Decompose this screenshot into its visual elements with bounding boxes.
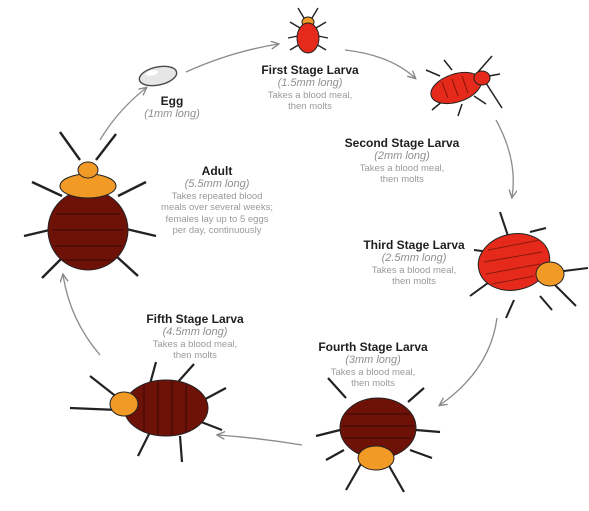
stage-label-adult: Adult (5.5mm long) Takes repeated blood … [142, 164, 292, 236]
second-stage-larva-icon [426, 56, 502, 116]
stage-desc-line: then molts [354, 276, 474, 287]
stage-label-fourth: Fourth Stage Larva (3mm long) Takes a bl… [308, 340, 438, 390]
stage-desc-line: Takes a blood meal, [337, 163, 467, 174]
first-stage-larva-icon [288, 8, 328, 53]
arrow-fourth-to-fifth [218, 435, 302, 445]
stage-title: Egg [127, 94, 217, 108]
stage-label-egg: Egg (1mm long) [127, 94, 217, 121]
stage-title: Fifth Stage Larva [130, 312, 260, 326]
stage-desc-line: then molts [308, 378, 438, 389]
stage-label-first: First Stage Larva (1.5mm long) Takes a b… [250, 63, 370, 113]
stage-desc-line: Takes a blood meal, [308, 367, 438, 378]
stage-size: (1mm long) [127, 108, 217, 121]
stage-size: (5.5mm long) [142, 178, 292, 191]
stage-desc-line: then molts [130, 350, 260, 361]
fifth-stage-larva-icon [70, 362, 226, 462]
stage-size: (1.5mm long) [250, 77, 370, 90]
stage-label-second: Second Stage Larva (2mm long) Takes a bl… [337, 136, 467, 186]
stage-desc-line: females lay up to 5 eggs [142, 214, 292, 225]
stage-size: (2mm long) [337, 150, 467, 163]
stage-title: First Stage Larva [250, 63, 370, 77]
fourth-stage-larva-icon [316, 378, 440, 492]
third-stage-larva-icon [470, 212, 588, 318]
stage-label-fifth: Fifth Stage Larva (4.5mm long) Takes a b… [130, 312, 260, 362]
stage-title: Second Stage Larva [337, 136, 467, 150]
arrow-second-to-third [496, 120, 513, 197]
stage-desc-line: then molts [250, 101, 370, 112]
stage-desc-line: Takes a blood meal, [250, 90, 370, 101]
stage-size: (4.5mm long) [130, 326, 260, 339]
stage-desc-line: per day, continuously [142, 225, 292, 236]
stage-title: Third Stage Larva [354, 238, 474, 252]
stage-size: (3mm long) [308, 354, 438, 367]
stage-desc-line: then molts [337, 174, 467, 185]
stage-size: (2.5mm long) [354, 252, 474, 265]
stage-title: Adult [142, 164, 292, 178]
arrow-fifth-to-adult [63, 275, 100, 355]
stage-desc-line: Takes a blood meal, [130, 339, 260, 350]
stage-desc-line: meals over several weeks; [142, 202, 292, 213]
arrow-third-to-fourth [440, 318, 497, 405]
stage-desc-line: Takes a blood meal, [354, 265, 474, 276]
stage-title: Fourth Stage Larva [308, 340, 438, 354]
adult-bed-bug-icon [24, 132, 156, 278]
egg-icon [138, 63, 179, 89]
stage-label-third: Third Stage Larva (2.5mm long) Takes a b… [354, 238, 474, 288]
stage-desc-line: Takes repeated blood [142, 191, 292, 202]
